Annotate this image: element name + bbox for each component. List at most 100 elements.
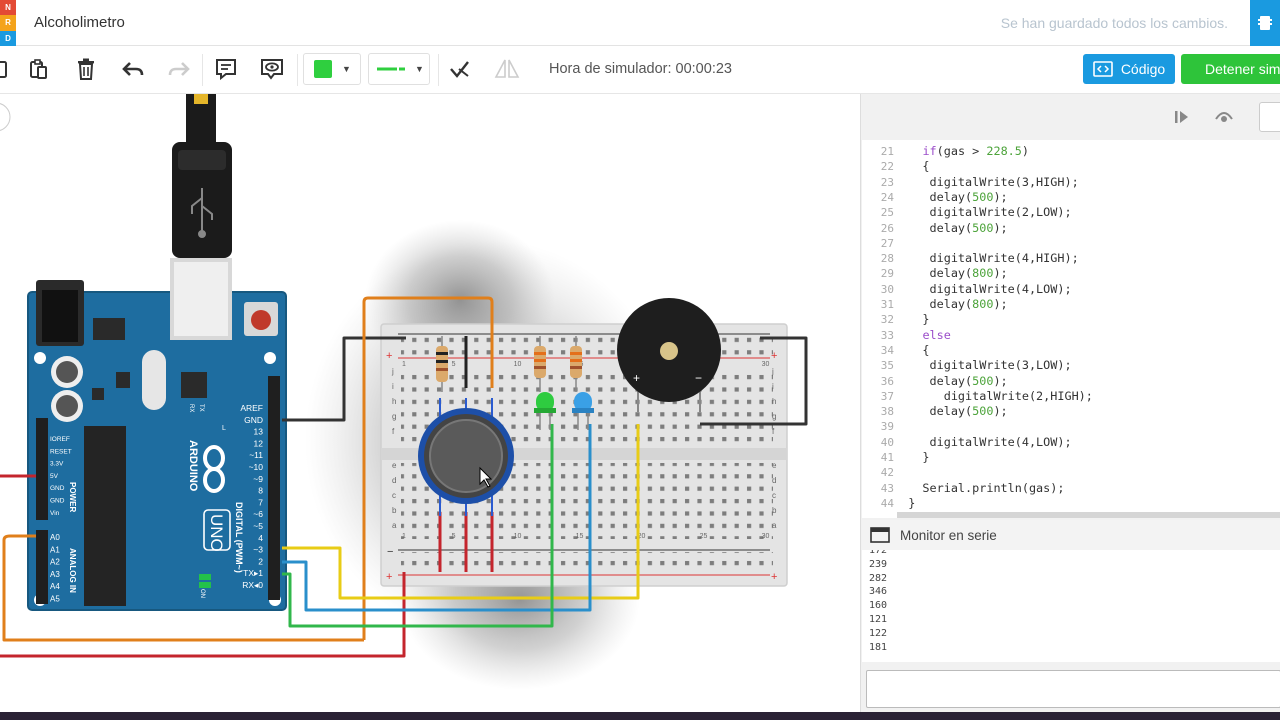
board-analog-label: ANALOG IN xyxy=(68,548,77,593)
breadboard-row-letter: e xyxy=(392,461,397,470)
circuit-workspace[interactable]: ARDUINO UNO DIGITAL (PWM~) POWER ANALOG … xyxy=(0,94,860,720)
file-selector[interactable] xyxy=(1259,102,1280,132)
code-text: } xyxy=(908,312,930,327)
arduino-uno-board[interactable] xyxy=(27,94,287,611)
code-line[interactable]: 42 xyxy=(862,465,1280,480)
piezo-buzzer[interactable] xyxy=(617,298,721,412)
code-line[interactable]: 30 digitalWrite(4,LOW); xyxy=(862,282,1280,297)
green-led[interactable] xyxy=(534,392,556,430)
resistor[interactable] xyxy=(436,336,448,392)
delete-icon[interactable] xyxy=(71,54,101,84)
code-line[interactable]: 25 digitalWrite(2,LOW); xyxy=(862,205,1280,220)
simulator-time: Hora de simulador: 00:00:23 xyxy=(549,61,732,77)
code-line[interactable]: 41 } xyxy=(862,450,1280,465)
resistor[interactable] xyxy=(534,336,546,392)
fit-view-button[interactable] xyxy=(0,103,11,131)
wire-yellow xyxy=(282,424,640,600)
code-line[interactable]: 23 digitalWrite(3,HIGH); xyxy=(862,175,1280,190)
pin-label: ~6 xyxy=(253,509,263,519)
tinkercad-logo[interactable]: N R D xyxy=(0,0,16,46)
stop-button-label: Detener simulación xyxy=(1205,61,1280,77)
breadboard-row-letter: h xyxy=(772,397,776,406)
code-button[interactable]: Código xyxy=(1083,54,1175,84)
project-title[interactable]: Alcoholimetro xyxy=(34,14,125,31)
flip-icon[interactable] xyxy=(492,54,522,84)
breadboard-column-number: 1 xyxy=(402,533,406,540)
breadboard-column-number: 25 xyxy=(700,533,708,540)
code-line[interactable]: 21 if(gas > 228.5) xyxy=(862,144,1280,159)
blue-led[interactable] xyxy=(572,392,594,430)
logo-letter: D xyxy=(0,30,16,46)
code-line[interactable]: 26 delay(500); xyxy=(862,221,1280,236)
wire-type-select[interactable]: ▼ xyxy=(368,53,430,85)
undo-icon[interactable] xyxy=(118,54,148,84)
code-line[interactable]: 28 digitalWrite(4,HIGH); xyxy=(862,251,1280,266)
pin-label: A5 xyxy=(50,595,60,604)
line-number: 21 xyxy=(880,145,894,158)
code-text: Serial.println(gas); xyxy=(908,480,1065,495)
breadboard-row-letter: b xyxy=(772,506,777,515)
serial-monitor-header[interactable]: Monitor en serie xyxy=(862,520,1280,550)
step-icon[interactable] xyxy=(1171,106,1193,128)
resistor[interactable] xyxy=(570,336,582,392)
code-line[interactable]: 31 delay(800); xyxy=(862,297,1280,312)
note-icon[interactable] xyxy=(211,54,241,84)
line-number: 30 xyxy=(880,282,894,296)
code-line[interactable]: 38 delay(500); xyxy=(862,404,1280,419)
pin-label: TX▸1 xyxy=(243,568,263,578)
serial-input[interactable] xyxy=(866,670,1280,708)
line-number: 44 xyxy=(880,496,894,510)
redo-icon[interactable] xyxy=(164,54,194,84)
board-l-label: L xyxy=(222,425,226,432)
wire-color-select[interactable]: ▼ xyxy=(303,53,361,85)
wire-black-buzzer xyxy=(700,336,808,426)
copy-icon[interactable] xyxy=(0,54,14,84)
wire-line-icon xyxy=(377,67,405,71)
code-line[interactable]: 33 else xyxy=(862,328,1280,343)
code-line[interactable]: 24 delay(500); xyxy=(862,190,1280,205)
breadboard-column-number: 20 xyxy=(638,533,646,540)
code-line[interactable]: 35 digitalWrite(3,LOW); xyxy=(862,358,1280,373)
code-line[interactable]: 43 Serial.println(gas); xyxy=(862,481,1280,496)
line-number: 39 xyxy=(880,420,894,434)
code-line[interactable]: 32 } xyxy=(862,312,1280,327)
board-brand: ARDUINO xyxy=(187,440,199,492)
stop-simulation-button[interactable]: Detener simulación xyxy=(1181,54,1280,84)
breadboard-row-letter: i xyxy=(392,382,394,391)
code-editor[interactable]: 21 if(gas > 228.5)22 {23 digitalWrite(3,… xyxy=(862,140,1280,518)
code-line[interactable]: 39 xyxy=(862,419,1280,434)
code-line[interactable]: 37 digitalWrite(2,HIGH); xyxy=(862,389,1280,404)
visibility-icon[interactable] xyxy=(257,54,287,84)
code-line[interactable]: 34 { xyxy=(862,343,1280,358)
taskbar-strip xyxy=(0,712,1280,720)
code-line[interactable]: 44 } xyxy=(862,496,1280,511)
pin-label: RESET xyxy=(50,448,72,455)
line-number: 23 xyxy=(880,175,894,189)
components-panel-button[interactable] xyxy=(1250,0,1280,46)
code-icon xyxy=(1093,61,1113,77)
pin-label: AREF xyxy=(240,403,263,413)
code-line[interactable]: 27 xyxy=(862,236,1280,251)
breadboard-row-letter: f xyxy=(772,427,775,436)
breadboard-row-letter: a xyxy=(772,521,777,530)
pin-label: A0 xyxy=(50,533,60,542)
rotate-icon[interactable] xyxy=(445,54,475,84)
debug-icon[interactable] xyxy=(1213,106,1235,128)
line-number: 27 xyxy=(880,236,894,250)
breadboard-column-number: 30 xyxy=(762,361,770,368)
code-line[interactable]: 40 digitalWrite(4,LOW); xyxy=(862,435,1280,450)
pin-label: A4 xyxy=(50,582,60,591)
line-number: 28 xyxy=(880,252,894,266)
line-number: 38 xyxy=(880,405,894,419)
breadboard-column-number: 15 xyxy=(576,533,584,540)
code-line[interactable]: 36 delay(500); xyxy=(862,374,1280,389)
code-line[interactable]: 29 delay(800); xyxy=(862,266,1280,281)
wire-black-gnd xyxy=(282,336,406,422)
pin-label: ~11 xyxy=(249,450,263,460)
wires[interactable] xyxy=(0,296,808,658)
paste-icon[interactable] xyxy=(23,54,53,84)
code-text: digitalWrite(3,LOW); xyxy=(908,358,1072,373)
code-line[interactable]: 22 { xyxy=(862,159,1280,174)
code-horizontal-scrollbar[interactable] xyxy=(897,512,1280,518)
breadboard-row-letter: a xyxy=(392,521,397,530)
